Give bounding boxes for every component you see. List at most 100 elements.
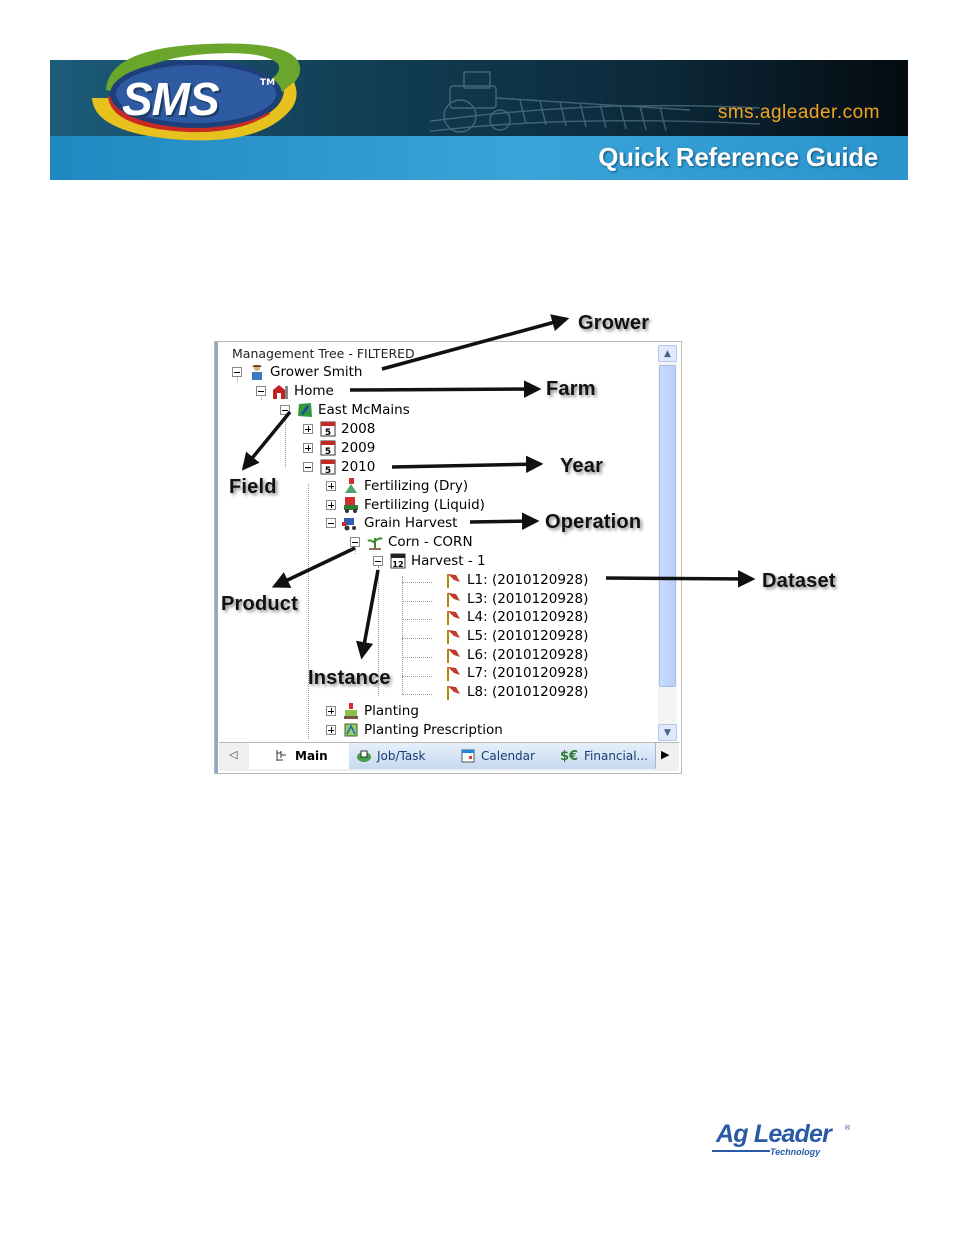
tree-node-label: Fertilizing (Liquid) — [364, 497, 485, 513]
annotation-field: Field — [229, 476, 277, 498]
dataset-flag-icon — [445, 665, 462, 681]
sms-logo-tm: TM — [260, 78, 276, 88]
expand-icon[interactable] — [326, 706, 336, 716]
tree-node-label: 2008 — [341, 421, 376, 437]
expand-icon[interactable] — [303, 424, 313, 434]
ag-leader-logo: Ag Leader ® Technology — [712, 1120, 852, 1160]
tree-node-year-2010[interactable]: 5 2010 — [303, 458, 375, 476]
tab-main[interactable]: Main — [249, 743, 350, 769]
collapse-icon[interactable] — [350, 537, 360, 547]
tree-node-label: Grower Smith — [270, 364, 363, 380]
calendar-5-icon: 5 — [319, 421, 336, 437]
calendar-grid-icon — [459, 748, 476, 764]
grower-icon — [248, 364, 265, 380]
tree-node-label: Harvest - 1 — [411, 553, 486, 569]
tree-node-planting[interactable]: Planting — [326, 702, 419, 720]
ag-leader-reg: ® — [844, 1124, 851, 1132]
tree-node-label: Planting — [364, 703, 419, 719]
tree-node-label: L3: (2010120928) — [467, 591, 589, 607]
tab-calendar[interactable]: Calendar — [451, 743, 556, 769]
svg-text:5: 5 — [324, 447, 330, 456]
tab-financial[interactable]: $€ Financial... — [555, 743, 656, 769]
tree-node-dataset[interactable]: L3: (2010120928) — [445, 590, 588, 608]
ag-leader-sub: Technology — [770, 1147, 821, 1157]
tree-node-year-2009[interactable]: 5 2009 — [303, 439, 375, 457]
tree-node-dataset[interactable]: L1: (2010120928) — [445, 571, 588, 589]
expand-icon[interactable] — [326, 481, 336, 491]
ag-leader-brand: Ag Leader — [716, 1120, 832, 1148]
calendar-5-icon: 5 — [319, 459, 336, 475]
annotation-instance: Instance — [308, 667, 391, 689]
tree-node-label: L5: (2010120928) — [467, 628, 589, 644]
tree-node-label: Grain Harvest — [364, 515, 458, 531]
dataset-flag-icon — [445, 609, 462, 625]
sms-logo-text: SMS — [122, 73, 220, 125]
tree-node-corn[interactable]: Corn - CORN — [350, 533, 473, 551]
tree-node-harvest-instance[interactable]: 12 Harvest - 1 — [373, 552, 486, 570]
tree-node-dataset[interactable]: L5: (2010120928) — [445, 627, 588, 645]
svg-text:12: 12 — [392, 560, 403, 569]
ag-leader-underline-icon — [712, 1150, 770, 1152]
tab-scroll-right-icon[interactable]: ▶ — [661, 748, 670, 761]
tree-header: Management Tree - FILTERED — [232, 346, 415, 361]
tree-node-label: 2009 — [341, 440, 376, 456]
dataset-flag-icon — [445, 572, 462, 588]
tree-node-field[interactable]: East McMains — [280, 401, 410, 419]
scroll-up-button[interactable]: ▲ — [658, 345, 677, 362]
sms-logo: SMS TM — [88, 38, 308, 146]
expand-icon[interactable] — [326, 500, 336, 510]
expand-icon[interactable] — [303, 443, 313, 453]
banner-url[interactable]: sms.agleader.com — [717, 102, 880, 123]
dataset-flag-icon — [445, 684, 462, 700]
tree-node-year-2008[interactable]: 5 2008 — [303, 420, 375, 438]
tree-node-label: L8: (2010120928) — [467, 684, 589, 700]
tree-node-farm[interactable]: Home — [256, 382, 334, 400]
annotation-year: Year — [560, 455, 604, 477]
collapse-icon[interactable] — [373, 556, 383, 566]
tree-node-label: L4: (2010120928) — [467, 609, 589, 625]
field-icon — [296, 402, 313, 418]
svg-text:5: 5 — [324, 466, 330, 475]
dataset-flag-icon — [445, 647, 462, 663]
tab-scroll-left-icon[interactable]: ◁ — [229, 748, 238, 761]
tree-node-fertilizing-liquid[interactable]: Fertilizing (Liquid) — [326, 496, 485, 514]
tractor-watermark-icon — [430, 71, 760, 133]
tree-node-grower[interactable]: Grower Smith — [232, 363, 362, 381]
tree-node-fertilizing-dry[interactable]: Fertilizing (Dry) — [326, 477, 468, 495]
expand-icon[interactable] — [326, 725, 336, 735]
tree-node-label: 2010 — [341, 459, 376, 475]
tab-job-task[interactable]: Job/Task — [349, 743, 452, 769]
banner-blue-strip — [50, 136, 908, 180]
collapse-icon[interactable] — [232, 367, 242, 377]
tree-node-label: L1: (2010120928) — [467, 572, 589, 588]
calendar-12-icon: 12 — [389, 553, 406, 569]
collapse-icon[interactable] — [326, 518, 336, 528]
scroll-thumb[interactable] — [659, 365, 676, 687]
planting-prescription-icon — [342, 722, 359, 738]
tree-node-grain-harvest[interactable]: Grain Harvest — [326, 514, 457, 532]
tree-node-planting-prescription[interactable]: Planting Prescription — [326, 721, 503, 739]
corn-plant-icon — [366, 534, 383, 550]
tree-node-dataset[interactable]: L8: (2010120928) — [445, 683, 588, 701]
collapse-icon[interactable] — [303, 462, 313, 472]
currency-icon: $€ — [559, 748, 579, 764]
annotation-grower: Grower — [578, 312, 650, 334]
tab-label: Main — [295, 749, 328, 763]
dataset-flag-icon — [445, 628, 462, 644]
tree-node-label: L7: (2010120928) — [467, 665, 589, 681]
tab-label: Calendar — [481, 749, 535, 763]
dataset-flag-icon — [445, 591, 462, 607]
tree-node-label: Fertilizing (Dry) — [364, 478, 469, 494]
collapse-icon[interactable] — [280, 405, 290, 415]
tree-node-dataset[interactable]: L4: (2010120928) — [445, 608, 588, 626]
farm-barn-icon — [272, 383, 289, 399]
fertilizing-dry-icon — [342, 478, 359, 494]
tree-node-dataset[interactable]: L6: (2010120928) — [445, 646, 588, 664]
collapse-icon[interactable] — [256, 386, 266, 396]
management-tree[interactable]: Management Tree - FILTERED Grower Smith — [215, 342, 655, 744]
scroll-down-button[interactable]: ▼ — [658, 724, 677, 741]
sms-swirl-icon — [92, 43, 301, 141]
tree-node-dataset[interactable]: L7: (2010120928) — [445, 664, 588, 682]
tree-scrollbar[interactable]: ▲ ▼ — [658, 345, 677, 741]
tree-structure-icon — [273, 748, 290, 764]
